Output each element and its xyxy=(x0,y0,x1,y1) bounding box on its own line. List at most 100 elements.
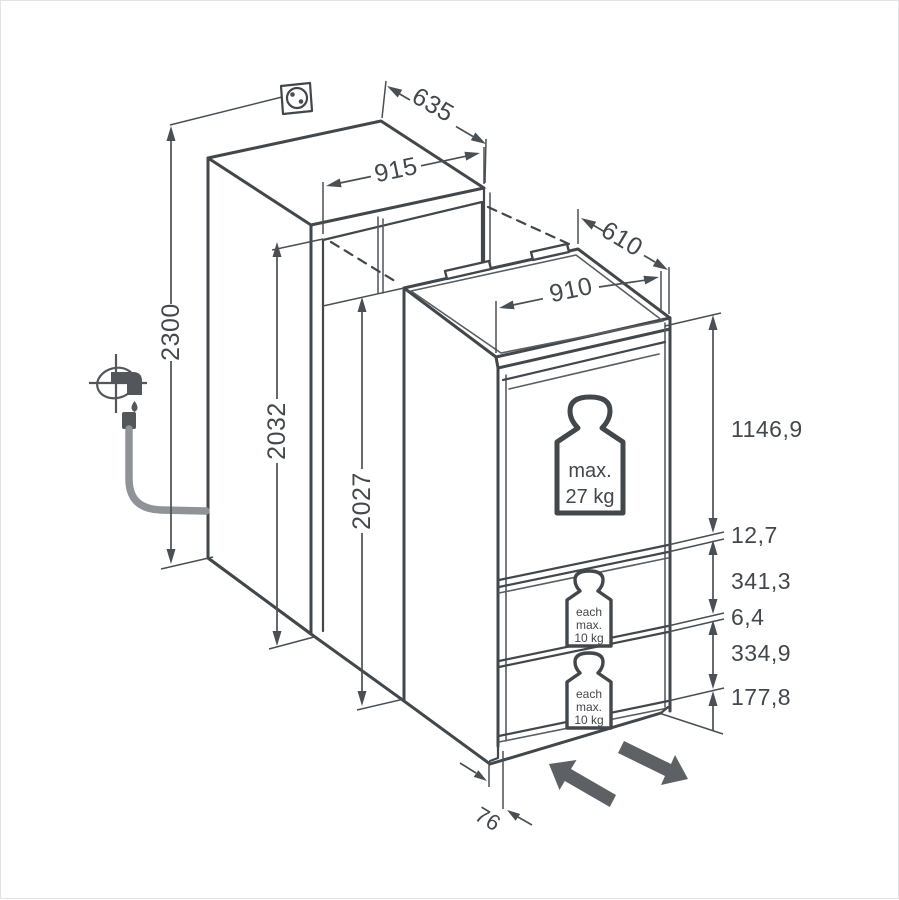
arrowhead-left xyxy=(387,86,403,98)
drawer-load-line1: each xyxy=(576,687,602,701)
arrowhead-in-2 xyxy=(507,810,521,821)
ext-line-bottom xyxy=(268,636,315,650)
ext-line-bottom xyxy=(356,698,405,711)
slide-guide-left xyxy=(329,240,400,285)
drawer-load-line3: 10 kg xyxy=(574,713,603,727)
dim-base-section: 177,8 xyxy=(708,684,791,731)
outlet-pin-hole-2 xyxy=(298,99,304,104)
arrowhead-down xyxy=(272,631,282,646)
arrowhead-right xyxy=(470,132,486,144)
door-load-line1: max. xyxy=(568,460,611,482)
slide-in-arrow xyxy=(549,760,616,807)
door-top-edge xyxy=(501,340,667,382)
door-max-load-icon: max. 27 kg xyxy=(554,394,626,516)
outlet-plate xyxy=(279,81,314,116)
ext-base-top xyxy=(667,687,725,702)
arrowhead-right xyxy=(643,275,659,285)
appliance xyxy=(402,242,672,766)
dim-lower-drawer: 334,9 xyxy=(708,620,791,689)
dim-label-appliance-width: 910 xyxy=(547,272,595,308)
arrowhead-up xyxy=(272,242,282,257)
handling-arrows xyxy=(549,741,688,807)
divider1-bottom-line xyxy=(497,550,670,589)
arrowhead-down xyxy=(166,549,176,564)
dim-appliance-width: 910 xyxy=(495,271,662,353)
lower-drawer-max-load-icon: each max. 10 kg xyxy=(565,651,613,730)
power-outlet-icon xyxy=(169,81,314,126)
dim-ceiling-height: 2300 xyxy=(157,126,214,570)
arrowhead-right xyxy=(652,258,668,270)
kitchen-cabinet-niche xyxy=(206,119,492,766)
outlet-leader-line xyxy=(169,96,283,126)
drawer-load-line2: max. xyxy=(576,618,602,632)
door-load-line2: 27 kg xyxy=(566,486,615,508)
arrowhead-up xyxy=(357,297,367,312)
arrowhead-left xyxy=(326,178,342,188)
floor-line xyxy=(206,556,492,766)
arrowhead-down xyxy=(357,691,367,706)
drawer-load-line3: 10 kg xyxy=(574,631,603,645)
dim-label-drawer-gap: 6,4 xyxy=(731,604,764,630)
dim-label-niche-depth: 635 xyxy=(407,82,458,128)
appliance-lid-top xyxy=(402,247,672,359)
arrowhead-left xyxy=(581,218,597,230)
arrowhead-in xyxy=(473,770,487,781)
tap-spout xyxy=(111,372,142,395)
ext-divider1-bottom xyxy=(667,538,725,553)
pull-out-arrow xyxy=(618,741,688,785)
dim-label-upper-drawer: 341,3 xyxy=(731,568,791,594)
dim-label-base-section: 177,8 xyxy=(731,684,791,710)
drawer-load-line2: max. xyxy=(576,700,602,714)
arrowhead-right xyxy=(464,151,480,161)
slide-path-guides xyxy=(329,205,571,285)
divider2-bottom-line xyxy=(497,630,670,669)
ext-line-left xyxy=(381,80,387,119)
outlet-socket xyxy=(285,86,309,110)
upper-drawer-max-load-icon: each max. 10 kg xyxy=(565,569,613,648)
ext-divider2-top xyxy=(667,612,725,627)
outlet-pin-hole xyxy=(290,92,295,97)
plinth-step xyxy=(488,740,500,763)
dim-label-appliance-depth: 610 xyxy=(596,216,647,262)
arrowhead-up xyxy=(166,126,176,141)
cabinet-left-face xyxy=(206,156,313,636)
ext-divider1-top xyxy=(667,531,725,546)
ext-line xyxy=(160,556,214,570)
dim-door-section: 1146,9 xyxy=(708,315,803,533)
dim-label-hinge-gap: 12,7 xyxy=(731,522,778,548)
dim-niche-height: 2032 xyxy=(263,238,324,650)
dim-label-door-section: 1146,9 xyxy=(731,416,803,442)
ext-line-top xyxy=(322,287,405,307)
dim-section-stack: 1146,9 12,7 341,3 6,4 334,9 177,8 xyxy=(658,312,803,735)
dim-appliance-height: 2027 xyxy=(322,287,405,711)
divider1-top-line xyxy=(497,543,670,582)
mounting-bracket-right xyxy=(529,242,571,262)
water-hose xyxy=(125,425,210,515)
dim-label-lower-drawer: 334,9 xyxy=(731,640,791,666)
bottom-right-corner xyxy=(659,705,670,715)
door-inner-top-edge xyxy=(508,353,660,390)
plinth-bottom-edge xyxy=(488,711,663,766)
weight-icon-outline xyxy=(565,651,613,730)
dim-label-niche-height: 2032 xyxy=(263,402,291,460)
dim-upper-drawer: 341,3 xyxy=(708,540,791,614)
mounting-bracket-left xyxy=(443,259,493,281)
arrowhead-left xyxy=(499,300,515,310)
dim-plinth-recess: 76 xyxy=(459,751,533,837)
cabinet-top-face xyxy=(206,119,486,227)
dim-label-niche-width: 915 xyxy=(372,152,420,188)
appliance-lid-rim xyxy=(410,254,664,354)
ext-line-right xyxy=(484,138,487,184)
water-drop-icon xyxy=(131,401,138,412)
weight-icon-outline xyxy=(565,569,613,648)
drawer-load-line1: each xyxy=(576,605,602,619)
dim-label-appliance-height: 2027 xyxy=(348,472,376,530)
ext-door-top xyxy=(664,312,722,327)
slide-guide-right xyxy=(486,205,571,246)
dim-label-plinth-recess: 76 xyxy=(471,802,506,837)
ext-line-top xyxy=(271,238,324,251)
ext-divider2-bottom xyxy=(667,618,725,633)
niche-opening-top-edge xyxy=(321,200,484,242)
